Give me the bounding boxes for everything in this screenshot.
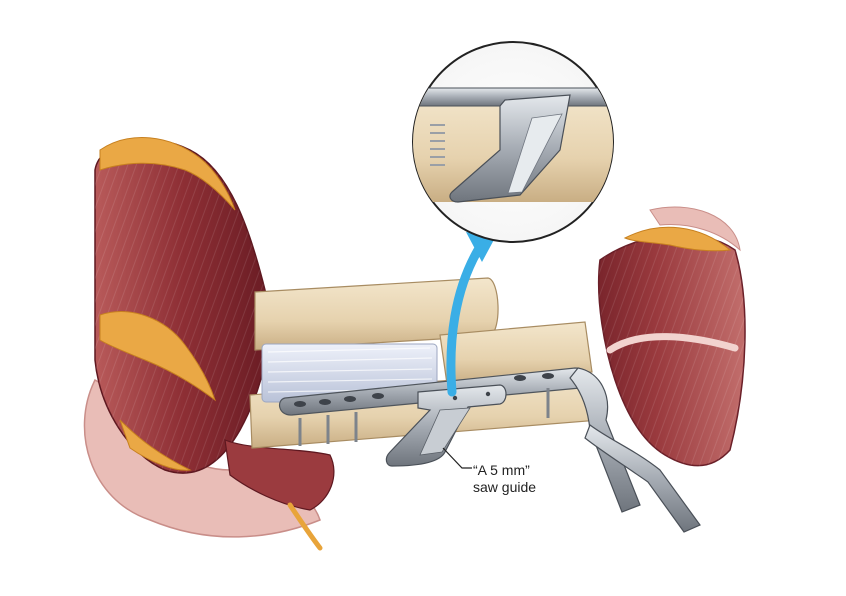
saw-guide-label: “A 5 mm” saw guide	[473, 462, 536, 496]
right-skin-flap	[649, 206, 741, 252]
bone-screws	[298, 388, 550, 446]
left-fat-layer-low	[119, 419, 192, 471]
magnifier-circle	[412, 41, 614, 243]
left-soft-tissue	[83, 137, 335, 551]
left-fat-layer-mid	[99, 311, 216, 402]
saw-guide-label-line2: saw guide	[473, 479, 537, 495]
right-soft-tissue	[597, 206, 746, 467]
right-tendon	[606, 333, 739, 354]
left-fat-layer-top	[99, 137, 236, 211]
right-bone-segment	[439, 321, 593, 385]
saw-guide	[385, 384, 507, 467]
blue-curved-arrow	[446, 245, 483, 397]
right-fat-layer	[623, 226, 732, 252]
callout-leader-line	[442, 447, 472, 469]
saw-guide-label-line1: “A 5 mm”	[473, 462, 530, 478]
bone-clamp	[569, 367, 701, 533]
left-lower-muscle	[224, 439, 335, 511]
